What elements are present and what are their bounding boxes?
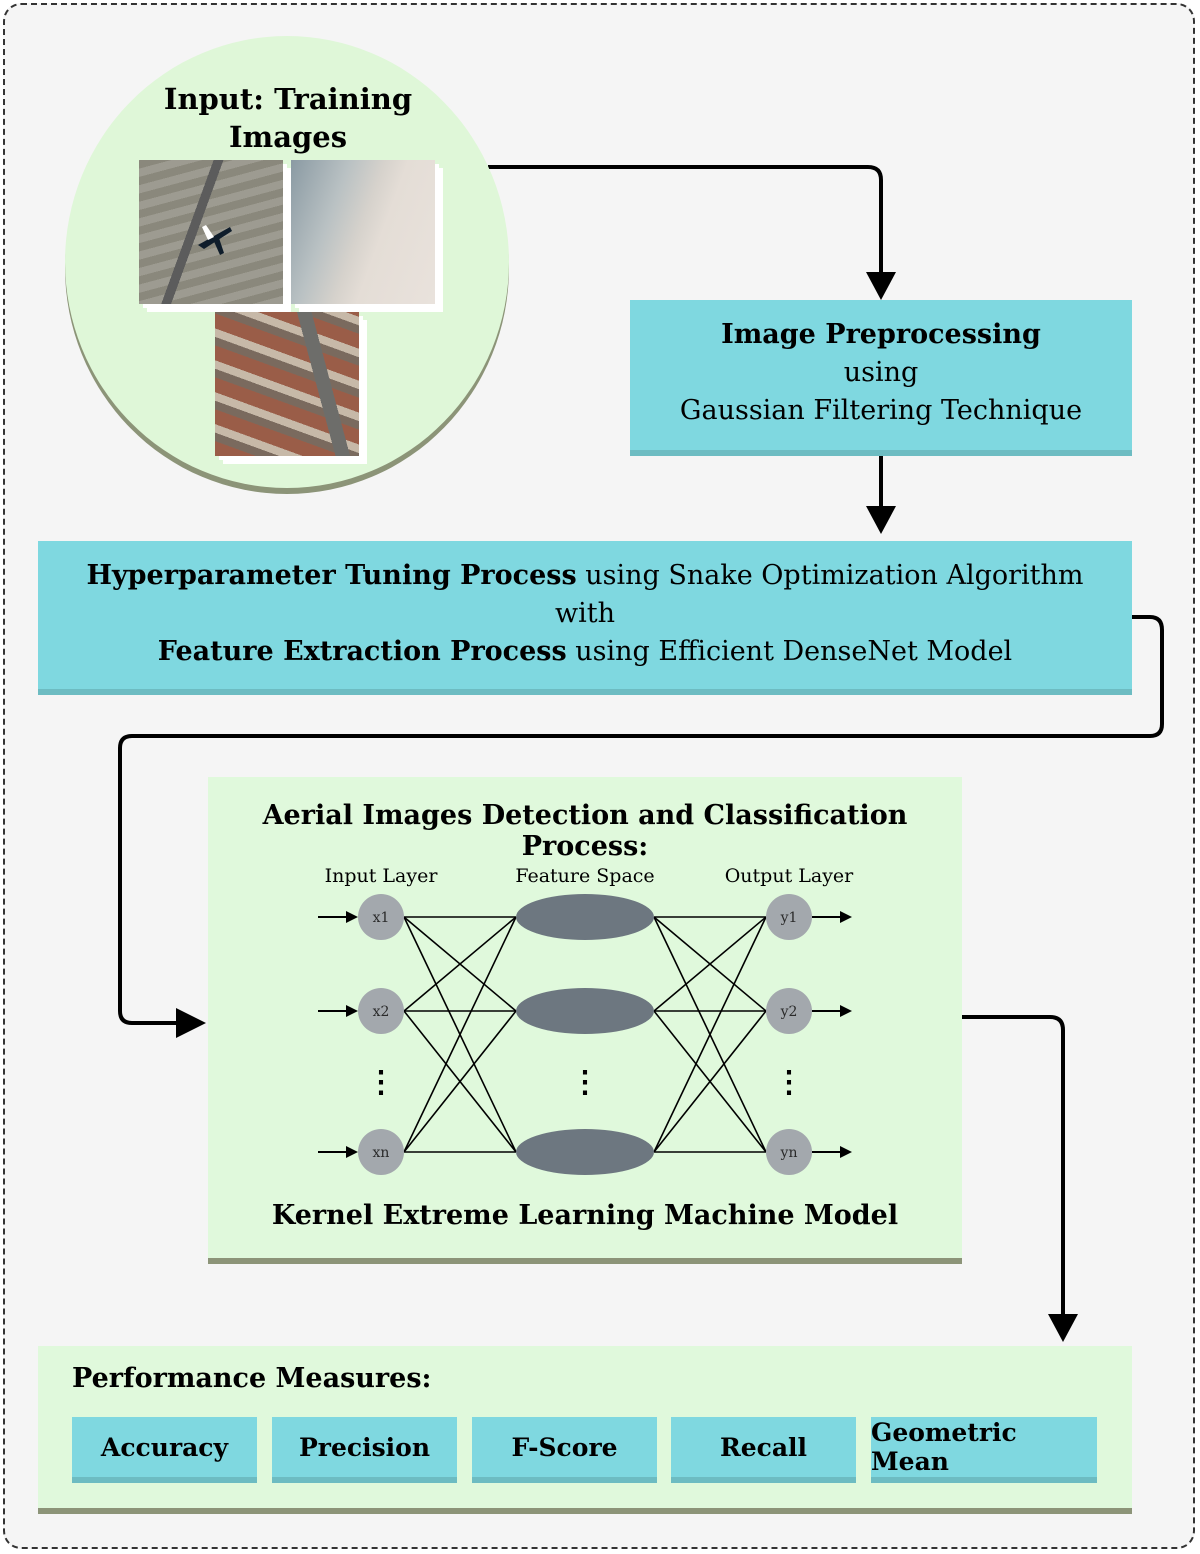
metric-precision: Precision xyxy=(272,1417,457,1483)
feature-node-n xyxy=(516,1129,654,1175)
input-title: Input: Training Images xyxy=(163,82,413,154)
input-node-2-label: x2 xyxy=(373,1004,390,1020)
feature-ellipsis: ⋮ xyxy=(570,1065,600,1100)
output-node-2 xyxy=(766,988,812,1034)
feature-space-label: Feature Space xyxy=(515,865,654,887)
classification-title: Aerial Images Detection and Classificati… xyxy=(262,800,908,862)
input-node-2 xyxy=(358,988,404,1034)
tuning-rest-1: using Snake Optimization Algorithm xyxy=(576,560,1084,591)
tuning-line-1: Hyperparameter Tuning Process using Snak… xyxy=(38,557,1132,595)
input-layer-label: Input Layer xyxy=(325,865,439,887)
preprocessing-technique: Gaussian Filtering Technique xyxy=(679,395,1083,426)
arrow-input-to-preprocessing xyxy=(488,165,883,272)
input-node-n-label: xn xyxy=(373,1145,390,1161)
arrow-classification-to-performance xyxy=(962,1015,1065,1314)
output-node-n-label: yn xyxy=(780,1145,798,1161)
performance-title: Performance Measures: xyxy=(72,1363,432,1394)
tuning-bold-1: Hyperparameter Tuning Process xyxy=(86,560,577,591)
tuning-line-3: Feature Extraction Process using Efficie… xyxy=(38,633,1132,671)
output-node-n xyxy=(766,1129,812,1175)
classification-footer: Kernel Extreme Learning Machine Model xyxy=(271,1200,899,1231)
input-node-n xyxy=(358,1129,404,1175)
metric-geometric-mean: Geometric Mean xyxy=(871,1417,1097,1483)
tuning-line-2: with xyxy=(555,598,615,629)
input-ellipsis: ⋮ xyxy=(366,1065,396,1100)
aerial-image-airport xyxy=(139,160,283,304)
metric-accuracy: Accuracy xyxy=(72,1417,257,1483)
tuning-rest-3: using Efficient DenseNet Model xyxy=(566,636,1013,667)
input-node-1-label: x1 xyxy=(373,910,390,926)
metric-f-score: F-Score xyxy=(472,1417,657,1483)
output-layer-label: Output Layer xyxy=(725,865,854,887)
preprocessing-using: using xyxy=(843,357,919,388)
aerial-image-beach xyxy=(291,160,435,304)
io-arrows xyxy=(318,916,842,1153)
metric-recall: Recall xyxy=(671,1417,856,1483)
network-connections xyxy=(403,916,767,1153)
preprocessing-title: Image Preprocessing xyxy=(721,319,1041,350)
output-node-2-label: y2 xyxy=(780,1004,798,1020)
tuning-bold-3: Feature Extraction Process xyxy=(157,636,567,667)
tuning-box: Hyperparameter Tuning Process using Snak… xyxy=(38,541,1132,695)
output-node-1-label: y1 xyxy=(780,910,798,926)
airplane-icon xyxy=(198,225,232,255)
output-node-1 xyxy=(766,894,812,940)
feature-space-nodes xyxy=(516,894,654,1175)
aerial-image-residential xyxy=(215,312,359,456)
feature-node-2 xyxy=(516,988,654,1034)
output-ellipsis: ⋮ xyxy=(774,1065,804,1100)
feature-node-1 xyxy=(516,894,654,940)
arrow-tuning-to-classification xyxy=(118,615,1164,1025)
preprocessing-box: Image Preprocessing using Gaussian Filte… xyxy=(630,300,1132,456)
input-node-1 xyxy=(358,894,404,940)
